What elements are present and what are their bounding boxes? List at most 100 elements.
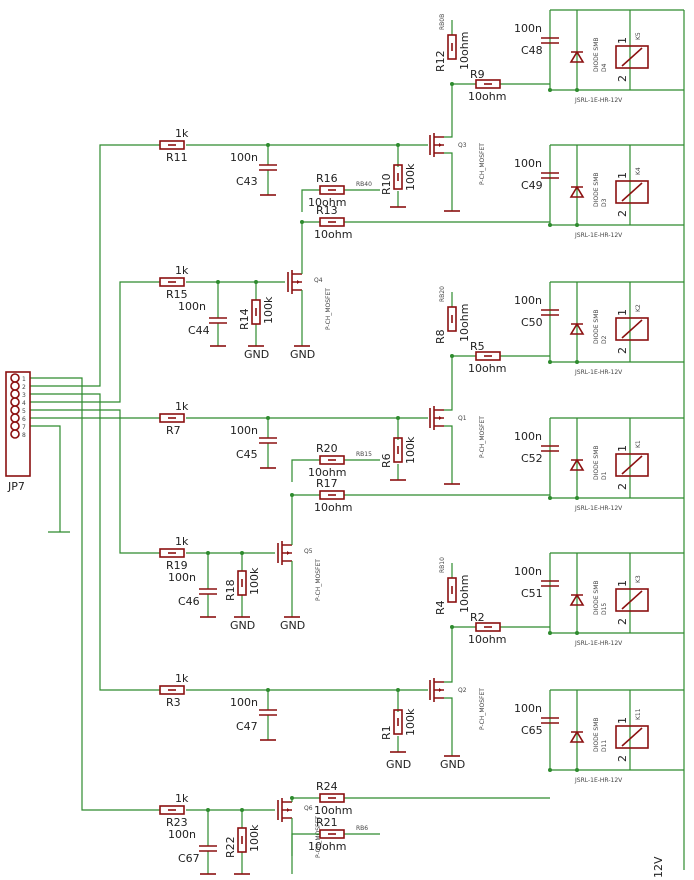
relay-cap-name: C65 — [521, 724, 543, 737]
connector-pin — [10, 421, 20, 431]
drain-resistor — [447, 34, 457, 60]
net-label: RB10 — [439, 557, 446, 573]
pulldown-name: R6 — [380, 453, 393, 468]
pulldown-value: 100k — [248, 824, 261, 852]
drain-resistor — [447, 577, 457, 603]
gate-resistor-name: R7 — [166, 424, 181, 437]
relay-cap-value: 100n — [514, 565, 542, 578]
wires — [30, 10, 685, 870]
filter-cap-name: C43 — [236, 175, 258, 188]
junction-dot — [575, 631, 579, 635]
relay-pin-1: 1 — [616, 37, 629, 44]
filter-cap-name: C67 — [178, 852, 200, 865]
junction-dot — [206, 551, 210, 555]
gate-resistor-value: 1k — [175, 264, 189, 277]
relay-pin-1: 1 — [616, 580, 629, 587]
junction-dot — [548, 88, 552, 92]
junction-dot — [290, 493, 294, 497]
pulldown-name: R22 — [224, 836, 237, 858]
pulldown-resistor — [393, 164, 403, 190]
ground-label: GND — [280, 619, 305, 632]
junction-dot — [575, 496, 579, 500]
gate-resistor — [159, 140, 185, 150]
gate-resistor-name: R19 — [166, 559, 188, 572]
low-side-stage: 1kR23100nC67100kR22Q6P-CH_MOSFETR2410ohm… — [159, 780, 550, 875]
gate-resistor-name: R3 — [166, 696, 181, 709]
ground-label: GND — [440, 758, 465, 771]
diode-name: D11 — [601, 740, 608, 752]
relay-pin-1: 1 — [616, 445, 629, 452]
relay-pin-2: 2 — [616, 483, 629, 490]
diode-label: DIODE SMB — [593, 309, 600, 344]
relay-resistor-value: 10ohm — [314, 501, 352, 514]
mosfet-name: Q4 — [314, 277, 323, 284]
drain-resistor-name: R12 — [434, 50, 447, 72]
relay-cap-value: 100n — [514, 294, 542, 307]
junction-dot — [396, 688, 400, 692]
gate-resistor — [159, 413, 185, 423]
drain-resistor-name: R4 — [434, 600, 447, 615]
mosfet-name: Q5 — [304, 548, 313, 555]
diode-name: D4 — [601, 63, 608, 72]
gate-resistor — [159, 805, 185, 815]
relay-resistor-name: R9 — [470, 68, 485, 81]
connector-pin-number: 8 — [22, 432, 26, 439]
connector-pin-number: 1 — [22, 376, 26, 383]
mosfet-arrow — [287, 551, 290, 555]
junction-dot — [396, 143, 400, 147]
relay-name: K5 — [635, 32, 642, 40]
relay-resistor — [319, 217, 345, 227]
relay-cap-name: C48 — [521, 44, 543, 57]
relay-cap-name: C49 — [521, 179, 543, 192]
junction-dot — [548, 631, 552, 635]
connector-pin — [10, 381, 20, 391]
relay-pin-1: 1 — [616, 309, 629, 316]
relay-resistor — [475, 79, 501, 89]
mosfet-name: Q3 — [458, 142, 467, 149]
relay-resistor — [319, 490, 345, 500]
junction-dot — [266, 416, 270, 420]
pulldown-name: R1 — [380, 725, 393, 740]
gate-resistor-name: R15 — [166, 288, 188, 301]
pulldown-name: R14 — [238, 308, 251, 330]
drain-resistor — [319, 185, 345, 195]
relay-part: JSRL-1E-HR-12V — [574, 369, 623, 376]
filter-cap-name: C47 — [236, 720, 258, 733]
relay-cap-name: C50 — [521, 316, 543, 329]
ground-label: GND — [290, 348, 315, 361]
low-side-stage: 1kR15100nC44100kR14GNDQ4P-CH_MOSFETGNDR1… — [159, 172, 550, 361]
net-label: RB6 — [356, 825, 368, 832]
junction-dot — [396, 416, 400, 420]
relay-pin-2: 2 — [616, 75, 629, 82]
ground-label: GND — [230, 619, 255, 632]
mosfet-arrow — [439, 143, 442, 147]
connector-pin-number: 4 — [22, 400, 26, 407]
net-label: RB20 — [439, 286, 446, 302]
drain-resistor-value: 10ohm — [308, 196, 346, 209]
gate-resistor-value: 1k — [175, 792, 189, 805]
relay-pin-2: 2 — [616, 618, 629, 625]
gate-resistor-name: R23 — [166, 816, 188, 829]
mosfet-arrow — [439, 416, 442, 420]
connector-pin-number: 3 — [22, 392, 26, 399]
relay-resistor-name: R13 — [316, 204, 338, 217]
relay-pin-1: 1 — [616, 172, 629, 179]
relay-resistor — [319, 793, 345, 803]
net-label: RB40 — [356, 181, 372, 188]
junction-dot — [266, 688, 270, 692]
drain-resistor-value: 10ohm — [458, 32, 471, 70]
relay-resistor-value: 10ohm — [468, 90, 506, 103]
relay-name: K3 — [635, 575, 642, 583]
connector-pin — [10, 389, 20, 399]
drain-resistor-value: 10ohm — [308, 466, 346, 479]
drain-resistor-name: R16 — [316, 172, 338, 185]
net-label: RB0B — [439, 14, 446, 30]
relay-coil — [615, 45, 649, 69]
junction-dot — [575, 768, 579, 772]
drain-resistor — [319, 455, 345, 465]
